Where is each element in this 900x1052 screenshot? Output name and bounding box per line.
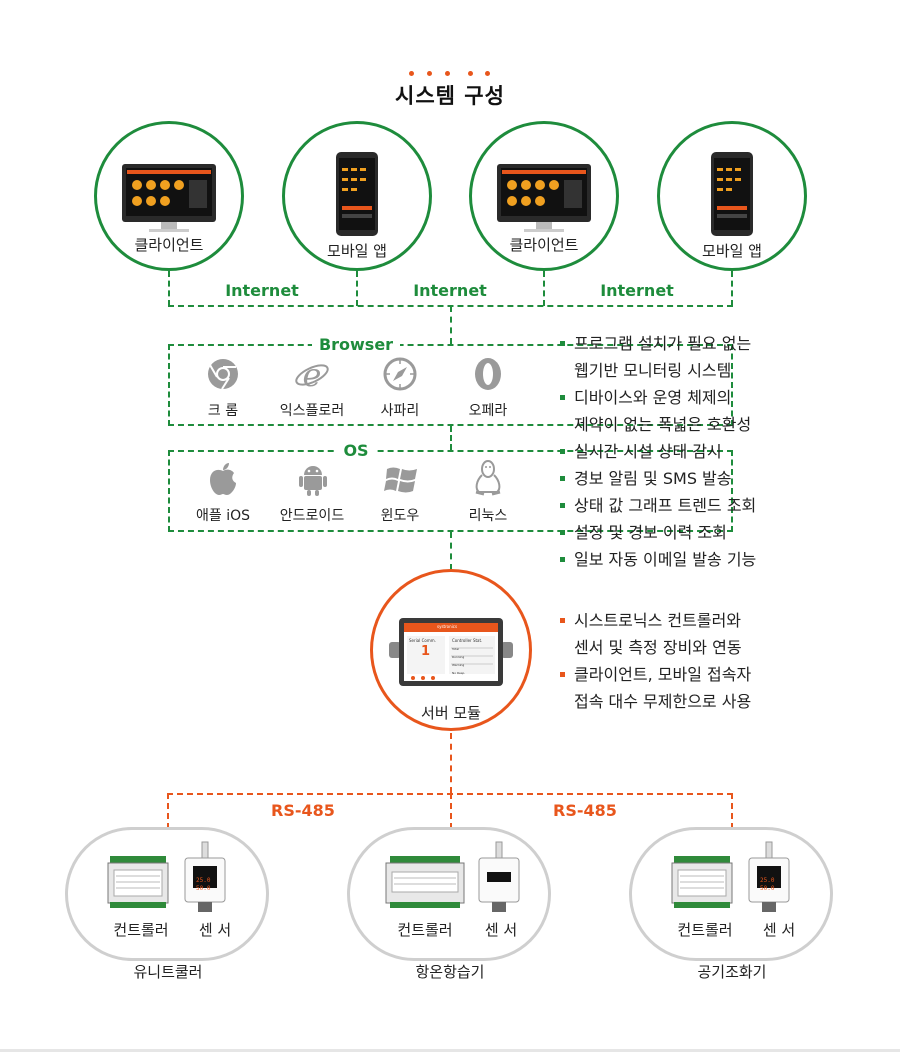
feature-item: 일보 자동 이메일 발송 기능 [560, 546, 890, 573]
device-name: 항온항습기 [415, 963, 485, 981]
server-brand: systronics [437, 624, 458, 629]
mobile-circle: 모바일 앱 [657, 121, 807, 271]
client-label: 클라이언트 [134, 236, 204, 254]
server-screen-rows: Total Running Warning No Resp. [452, 647, 466, 675]
device-hardware-icon [385, 841, 520, 912]
title-dot [409, 71, 414, 76]
rs485-line [450, 733, 452, 793]
client-circle: 클라이언트 [469, 121, 619, 271]
page-title: 시스템 구성 [395, 84, 505, 108]
sensor-label: 센 서 [762, 921, 796, 939]
browser-label: 오페라 [468, 403, 508, 419]
mobile-phone-icon [711, 152, 753, 236]
rs485-label: RS-485 [540, 801, 630, 820]
mobile-circle: 모바일 앱 [282, 121, 432, 271]
os-label: 윈도우 [380, 508, 420, 524]
connector-line [450, 532, 452, 570]
browser-label: 크 롬 [207, 403, 239, 419]
feature-item: 상태 값 그래프 트렌드 조회 [560, 492, 890, 519]
device-hardware-icon [671, 841, 790, 912]
os-box [168, 450, 733, 532]
server-feature-item: 시스트로닉스 컨트롤러와 [560, 607, 890, 634]
os-label: 애플 iOS [195, 508, 250, 524]
browser-label: 익스플로러 [279, 403, 345, 419]
chrome-icon [208, 359, 238, 390]
linux-icon [475, 460, 501, 496]
server-screen-left-title: Serial Comm. [409, 638, 436, 643]
feature-item-cont: 제약이 없는 폭넓은 호환성 [574, 415, 752, 434]
sensor-label: 센 서 [198, 921, 232, 939]
client-label: 클라이언트 [509, 236, 579, 254]
apple-icon [210, 463, 236, 495]
client-label: 모바일 앱 [702, 242, 762, 260]
title-dot [445, 71, 450, 76]
server-feature-item-cont: 접속 대수 무제한으로 사용 [574, 692, 752, 711]
connector-line [450, 426, 452, 450]
feature-item-cont: 웹기반 모니터링 시스템 [574, 361, 732, 380]
device-name: 공기조화기 [697, 963, 767, 981]
browser-title: Browser [312, 335, 400, 354]
controller-label: 컨트롤러 [113, 921, 169, 939]
feature-item: 경보 알림 및 SMS 발송 [560, 465, 890, 492]
connector-line [168, 271, 170, 306]
server-feature-item-cont: 센서 및 측정 장비와 연동 [574, 638, 742, 657]
windows-icon [384, 467, 417, 493]
os-label: 리눅스 [468, 508, 508, 524]
feature-item: 실시간 시설 상태 감시 [560, 438, 890, 465]
feature-item: 설정 및 경보 이력 조회 [560, 519, 890, 546]
monitor-icon [122, 164, 216, 232]
controller-label: 컨트롤러 [677, 921, 733, 939]
title-dot [468, 71, 473, 76]
android-icon [299, 466, 327, 496]
os-title: OS [336, 441, 376, 460]
server-feature-item: 클라이언트, 모바일 접속자 [560, 661, 890, 688]
device-pill: 25.0 50.0 컨트롤러 센 서 [65, 827, 269, 961]
browser-box [168, 344, 733, 426]
server-circle: systronics Serial Comm. 1 Controller Sta… [370, 569, 532, 731]
connector-line [356, 271, 358, 306]
svg-text:e: e [303, 356, 322, 392]
sensor-label: 센 서 [484, 921, 518, 939]
internet-label: Internet [212, 281, 312, 300]
connector-line [543, 271, 545, 306]
safari-icon [383, 357, 417, 391]
client-circle: 클라이언트 [94, 121, 244, 271]
internet-label: Internet [587, 281, 687, 300]
connector-line [731, 271, 733, 306]
internet-label: Internet [400, 281, 500, 300]
connector-line [450, 306, 452, 344]
title-dot [485, 71, 490, 76]
browser-label: 사파리 [380, 403, 420, 419]
device-hardware-icon [107, 841, 226, 912]
rs485-line [450, 793, 452, 829]
client-label: 모바일 앱 [327, 242, 387, 260]
rs485-line [167, 793, 169, 829]
opera-icon [475, 358, 501, 390]
mobile-phone-icon [336, 152, 378, 236]
feature-item: 디바이스와 운영 체제의 [560, 384, 890, 411]
internet-explorer-icon: e [295, 356, 329, 392]
feature-item: 프로그램 설치가 필요 없는 [560, 330, 890, 357]
server-screen-right-title: Controller Stat. [452, 638, 483, 643]
title-dot [427, 71, 432, 76]
server-label: 서버 모듈 [421, 704, 481, 722]
bottom-divider [0, 1049, 900, 1052]
device-pill: 컨트롤러 센 서 [347, 827, 551, 961]
controller-label: 컨트롤러 [397, 921, 453, 939]
device-pill: 25.0 50.0 컨트롤러 센 서 [629, 827, 833, 961]
rs485-label: RS-485 [258, 801, 348, 820]
monitor-icon [497, 164, 591, 232]
server-feature-list: 시스트로닉스 컨트롤러와 센서 및 측정 장비와 연동 클라이언트, 모바일 접… [560, 607, 890, 715]
device-name: 유니트쿨러 [133, 963, 203, 981]
rs485-line [731, 793, 733, 829]
os-label: 안드로이드 [279, 508, 345, 524]
server-module-icon [389, 618, 513, 686]
sensor-display: 25.0 50.0 [196, 877, 211, 892]
feature-list: 프로그램 설치가 필요 없는 웹기반 모니터링 시스템 디바이스와 운영 체제의… [560, 330, 890, 573]
sensor-display: 25.0 50.0 [760, 877, 775, 892]
server-screen-number: 1 [421, 644, 431, 659]
